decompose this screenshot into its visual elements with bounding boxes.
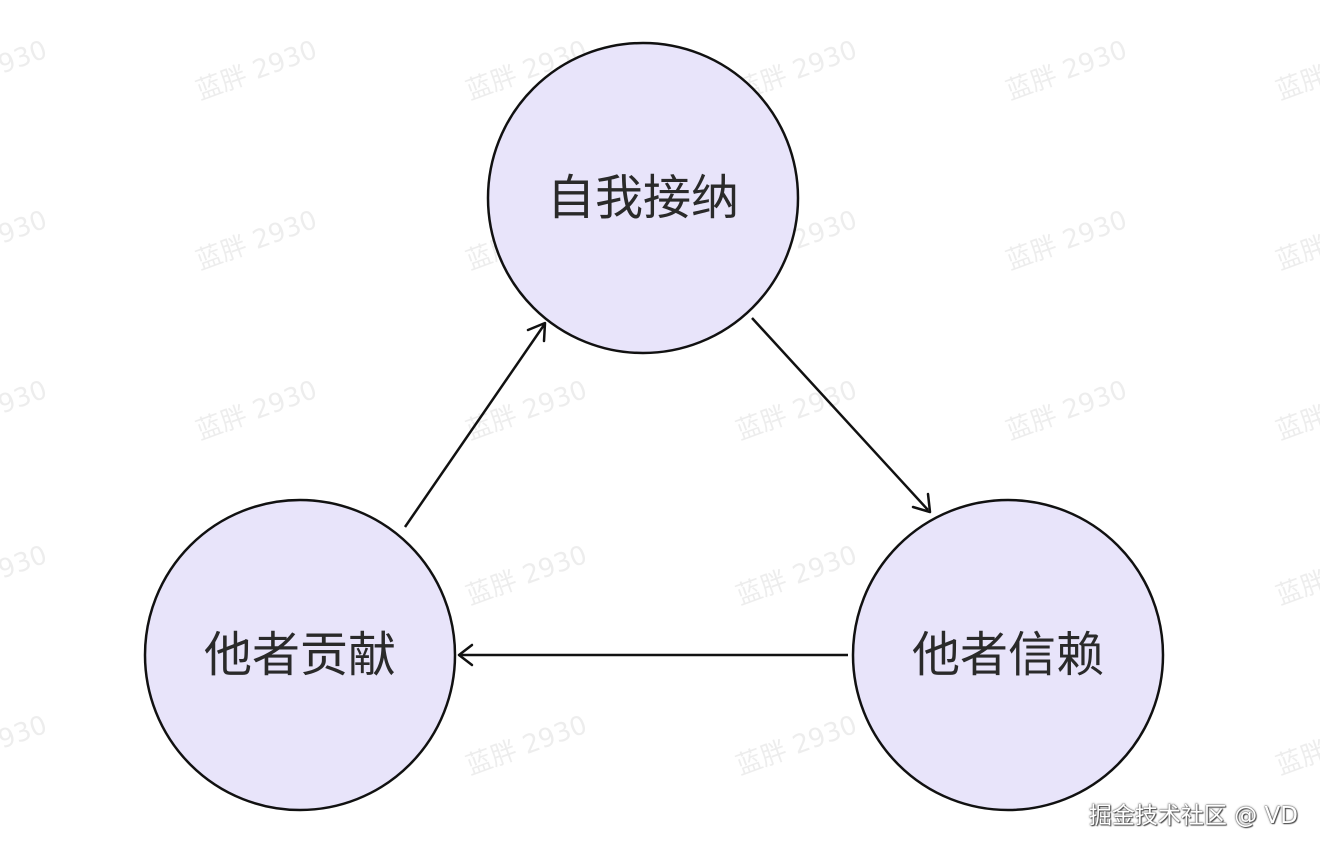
watermark-text: 蓝胖 2930: [1272, 205, 1320, 276]
watermark-text: 蓝胖 2930: [1272, 710, 1320, 781]
watermark-text: 蓝胖 2930: [732, 710, 861, 781]
node-top-label: 自我接纳: [547, 170, 739, 226]
watermark-text: 蓝胖 2930: [1272, 375, 1320, 446]
watermark-text: 蓝胖 2930: [0, 375, 51, 446]
watermark-text: 蓝胖 2930: [1002, 205, 1131, 276]
watermark-text: 蓝胖 2930: [0, 540, 51, 611]
watermark-text: 蓝胖 2930: [732, 540, 861, 611]
watermark-text: 蓝胖 2930: [462, 375, 591, 446]
watermark-text: 蓝胖 2930: [0, 710, 51, 781]
watermark-text: 蓝胖 2930: [0, 35, 51, 106]
edge-top-to-right: [751, 317, 932, 514]
watermark-text: 蓝胖 2930: [0, 205, 51, 276]
watermark-text: 蓝胖 2930: [1002, 35, 1131, 106]
watermark-text: 蓝胖 2930: [192, 35, 321, 106]
node-top: 自我接纳: [486, 41, 800, 355]
node-left-label: 他者贡献: [204, 627, 396, 683]
edge-left-to-top: [403, 321, 547, 528]
watermark-text: 蓝胖 2930: [732, 375, 861, 446]
node-right: 他者信赖: [851, 498, 1165, 812]
watermark-text: 蓝胖 2930: [192, 205, 321, 276]
node-left: 他者贡献: [143, 498, 457, 812]
node-right-label: 他者信赖: [912, 627, 1104, 683]
watermark-text: 蓝胖 2930: [1002, 375, 1131, 446]
watermark-text: 蓝胖 2930: [462, 710, 591, 781]
watermark-text: 蓝胖 2930: [192, 375, 321, 446]
watermark-text: 蓝胖 2930: [1272, 35, 1320, 106]
edge-right-to-left: [457, 643, 848, 667]
watermark-text: 蓝胖 2930: [462, 540, 591, 611]
watermark-text: 蓝胖 2930: [1272, 540, 1320, 611]
credit-text: 掘金技术社区 @ VD: [1088, 803, 1298, 829]
